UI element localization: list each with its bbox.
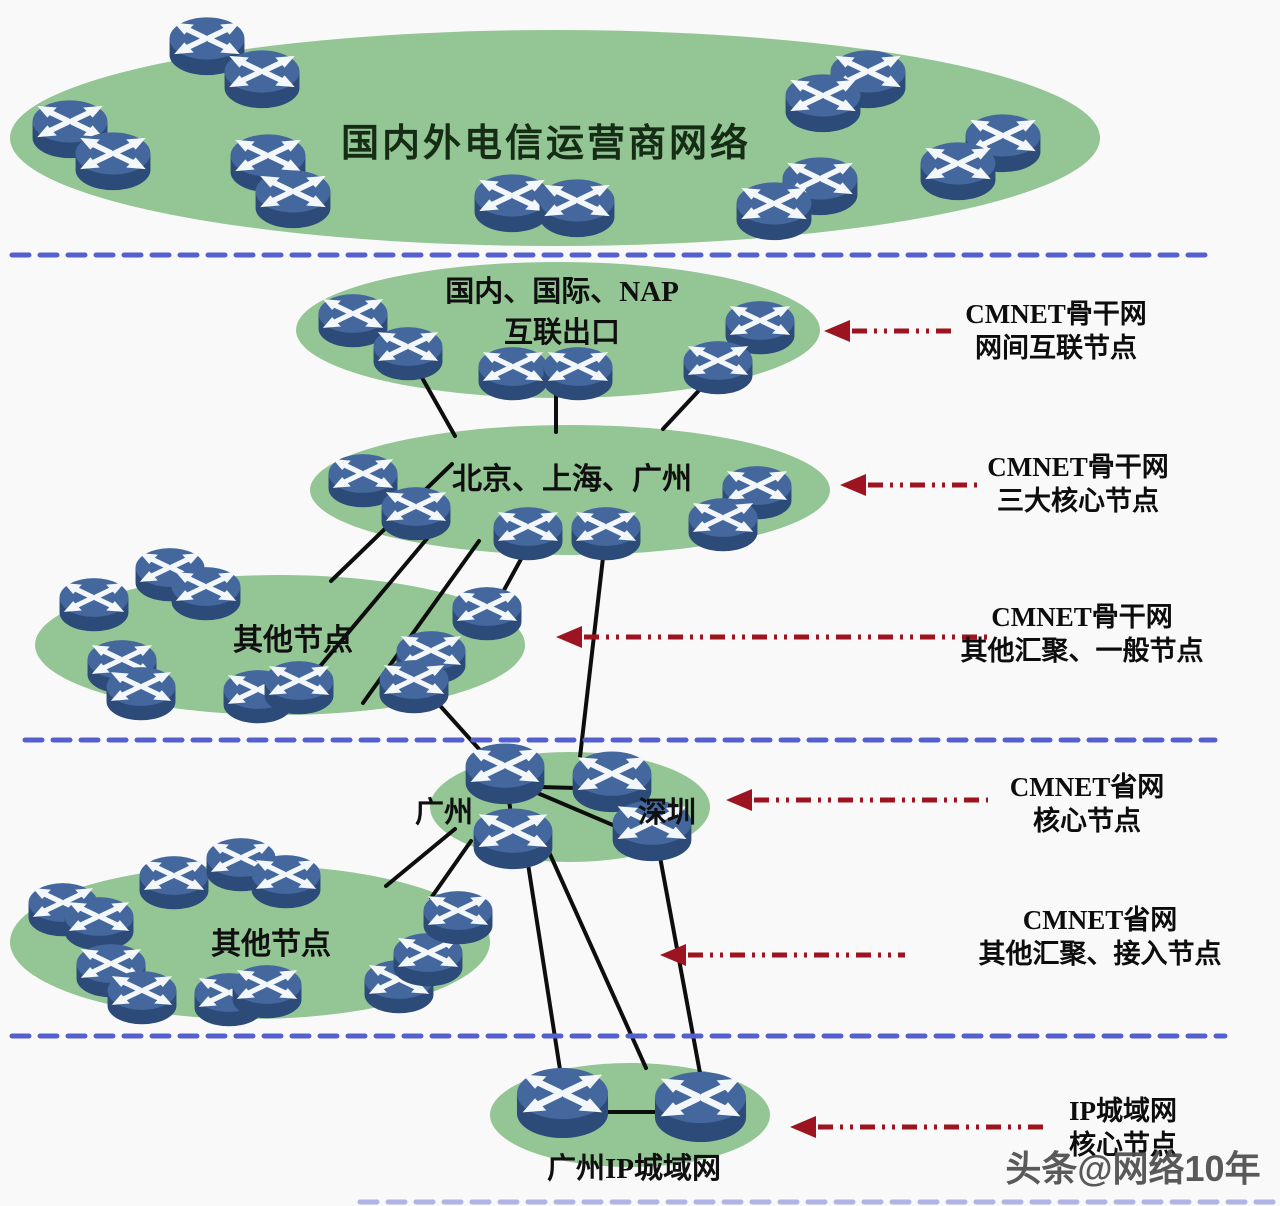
metro-cloud-label: 广州IP城域网: [546, 1153, 722, 1185]
router-icon: [572, 507, 641, 560]
annotation-arrow: [840, 474, 978, 496]
router-icon: [466, 743, 545, 804]
router-icon: [474, 808, 553, 869]
router-icon: [380, 660, 449, 713]
nap-cloud-label-line2: 互联出口: [503, 317, 621, 349]
annotation-province-other: CMNET省网 其他汇聚、接入节点: [979, 903, 1222, 971]
annotation-arrow: [790, 1116, 1050, 1138]
annotation-line2: 核心节点: [1033, 806, 1141, 836]
router-icon: [475, 174, 550, 232]
router-icon: [374, 327, 443, 380]
router-icon: [65, 897, 134, 950]
router-icon: [737, 182, 812, 240]
annotation-line1: CMNET省网: [1022, 905, 1178, 935]
router-icon: [786, 74, 861, 132]
router-icon: [655, 1072, 746, 1142]
router-icon: [225, 50, 300, 108]
annotation-line1: CMNET骨干网: [991, 602, 1173, 632]
backbone-other-cloud-label: 其他节点: [233, 624, 353, 657]
province-other-cloud-label: 其他节点: [211, 928, 331, 961]
annotation-backbone-other: CMNET骨干网 其他汇聚、一般节点: [961, 600, 1204, 668]
router-icon: [517, 1068, 608, 1138]
core3-cloud-label: 北京、上海、广州: [452, 463, 692, 496]
router-icon: [256, 170, 331, 228]
annotation-arrow: [824, 320, 958, 342]
annotation-arrow: [556, 626, 990, 648]
annotation-line2: 其他汇聚、接入节点: [978, 939, 1222, 969]
router-icon: [140, 856, 209, 909]
annotation-line2: 三大核心节点: [997, 486, 1159, 516]
annotation-line1: CMNET省网: [1009, 772, 1165, 802]
router-icon: [479, 347, 548, 400]
router-icon: [453, 587, 522, 640]
router-icon: [172, 567, 241, 620]
nap-cloud-label-line1: 国内、国际、NAP: [445, 276, 679, 308]
annotation-line1: IP城域网: [1069, 1096, 1177, 1126]
annotation-backbone-core: CMNET骨干网 三大核心节点: [987, 450, 1169, 518]
router-icon: [76, 132, 151, 190]
annotation-province-core: CMNET省网 核心节点: [1010, 770, 1165, 838]
router-icon: [265, 661, 334, 714]
guangzhou-node-label: 广州: [414, 797, 474, 829]
annotation-line1: CMNET骨干网: [965, 299, 1147, 329]
router-icon: [921, 142, 996, 200]
annotation-line2: 核心节点: [1069, 1130, 1177, 1160]
annotation-line2: 其他汇聚、一般节点: [960, 636, 1204, 666]
router-icon: [684, 341, 753, 394]
router-icon: [382, 487, 451, 540]
router-icon: [424, 891, 493, 944]
watermark-text: 头条@网络10年: [1005, 1148, 1261, 1189]
nap-cloud-label: 国内、国际、NAP 互联出口: [445, 272, 679, 354]
shenzhen-node-label: 深圳: [637, 797, 697, 829]
router-icon: [108, 971, 177, 1024]
router-icon: [494, 507, 563, 560]
router-icon: [107, 667, 176, 720]
annotation-line1: CMNET骨干网: [987, 452, 1169, 482]
router-icon: [252, 855, 321, 908]
annotation-arrows: [556, 320, 1050, 1138]
operators-cloud-label: 国内外电信运营商网络: [340, 123, 752, 165]
annotation-backbone-interconnect: CMNET骨干网 网间互联节点: [965, 297, 1147, 365]
annotation-line2: 网间互联节点: [975, 333, 1137, 363]
router-icon: [540, 179, 615, 237]
router-icon: [689, 498, 758, 551]
layer-separators: [9, 252, 1280, 1205]
annotation-arrow: [660, 944, 905, 966]
annotation-arrow: [726, 789, 988, 811]
router-icon: [233, 965, 302, 1018]
router-icon: [544, 347, 613, 400]
router-icon: [60, 578, 129, 631]
annotation-metro-core: IP城域网 核心节点: [1069, 1094, 1177, 1162]
